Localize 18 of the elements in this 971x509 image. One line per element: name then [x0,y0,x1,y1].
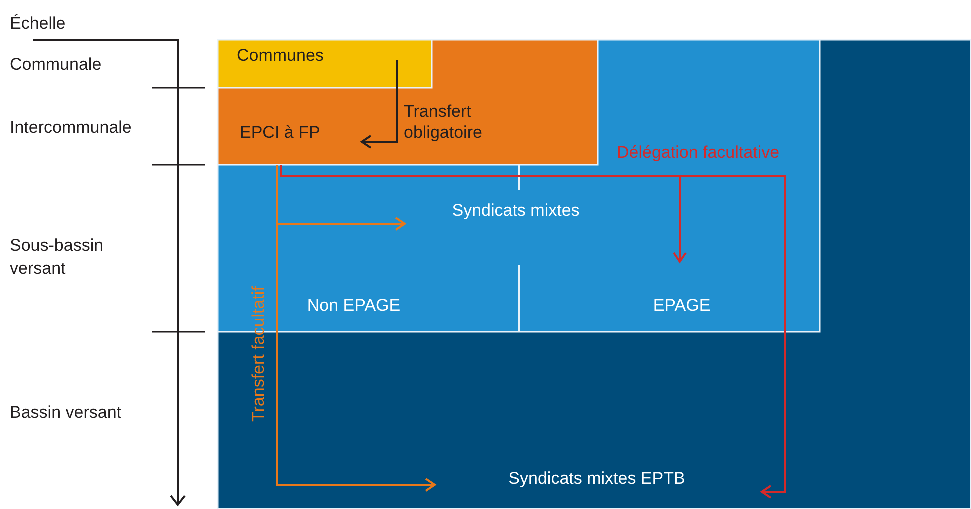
block-label: EPCI à FP [240,123,320,143]
block-label: Syndicats mixtes EPTB [508,469,686,489]
level-block [218,40,432,88]
scale-label: Bassin versant [10,402,122,424]
block-label: EPAGE [653,296,711,316]
block-label: Communes [237,46,324,66]
scale-label: Intercommunale [10,117,133,139]
block-label: Non EPAGE [307,296,401,316]
axis-title: Échelle [10,13,67,35]
edge-label: Transfert facultatif [248,286,269,422]
level-block [218,40,971,509]
edge-label: Délégation facultative [617,142,780,163]
scale-label: Sous-bassin versant [10,235,105,280]
edge-label: Transfert obligatoire [404,101,484,143]
arrow [361,60,398,149]
scale-label: Communale [10,54,103,76]
level-block [218,40,598,165]
block-label: Syndicats mixtes [452,201,580,221]
